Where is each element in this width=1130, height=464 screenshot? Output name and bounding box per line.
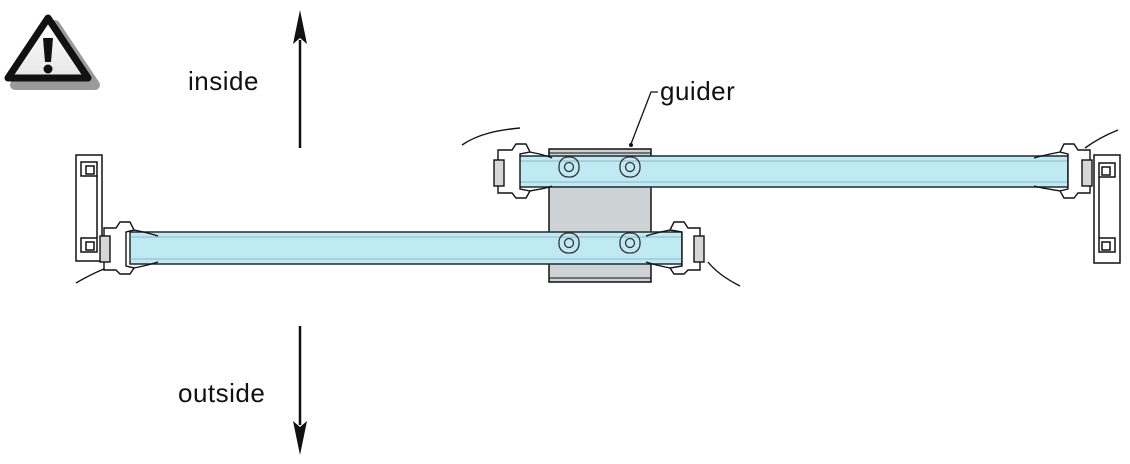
arrow-up-icon: [293, 10, 307, 148]
outside-panel-right-clamp: [645, 221, 741, 287]
arrow-down-icon: [293, 326, 307, 455]
right-frame-profile: [1093, 154, 1121, 264]
guider-label: guider: [660, 76, 736, 106]
outside-label: outside: [178, 378, 266, 408]
outside-glass-panel: [129, 231, 683, 265]
guider-rollers-upper: [558, 156, 641, 178]
guider-rollers-lower: [558, 232, 641, 254]
inside-panel-left-clamp: [461, 127, 553, 199]
inside-panel-right-clamp: [1033, 129, 1119, 199]
left-frame-profile: [75, 154, 103, 262]
warning-triangle-icon: [4, 14, 100, 90]
outside-panel-left-clamp: [75, 221, 159, 284]
inside-glass-panel: [517, 155, 1069, 188]
inside-label: inside: [188, 66, 259, 96]
guider-leader-line: [629, 91, 658, 147]
